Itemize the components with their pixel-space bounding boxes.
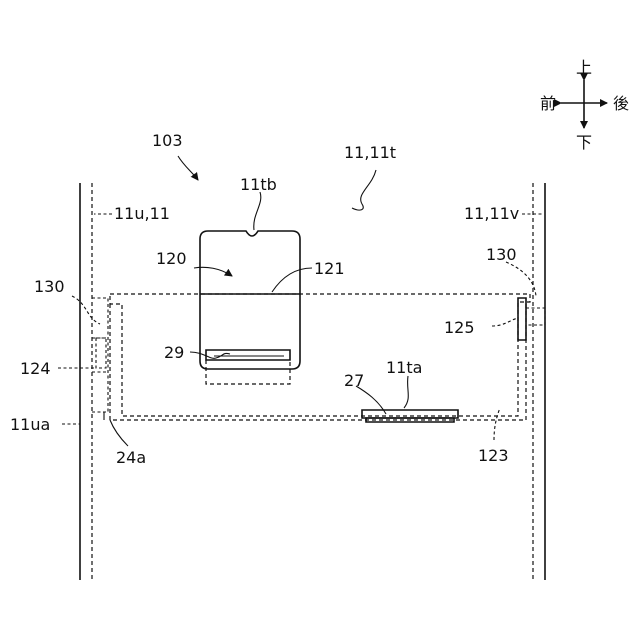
label-11-11v: 11,11v [464,204,519,223]
right-bracket [518,298,545,340]
direction-indicator: 上 下 前 後 [540,58,629,152]
direction-back-label: 後 [613,94,629,113]
part-29 [206,350,290,384]
label-124: 124 [20,359,51,378]
direction-up-label: 上 [576,58,592,77]
right-side-wall [533,183,545,580]
label-121: 121 [314,259,345,278]
label-123: 123 [478,446,509,465]
label-103: 103 [152,131,183,150]
label-24a: 24a [116,448,146,467]
left-side-wall [80,183,92,580]
direction-front-label: 前 [540,94,556,113]
label-11ua: 11ua [10,415,50,434]
left-bracket [92,298,108,412]
label-11u-11: 11u,11 [114,204,170,223]
label-11-11t: 11,11t [344,143,396,162]
label-125: 125 [444,318,475,337]
label-11ta: 11ta [386,358,422,377]
label-130-left: 130 [34,277,65,296]
direction-down-label: 下 [576,133,592,152]
label-130-right: 130 [486,245,517,264]
label-27: 27 [344,371,364,390]
label-120: 120 [156,249,187,268]
lid-panel [200,231,300,369]
label-11tb: 11tb [240,175,277,194]
label-29: 29 [164,343,184,362]
